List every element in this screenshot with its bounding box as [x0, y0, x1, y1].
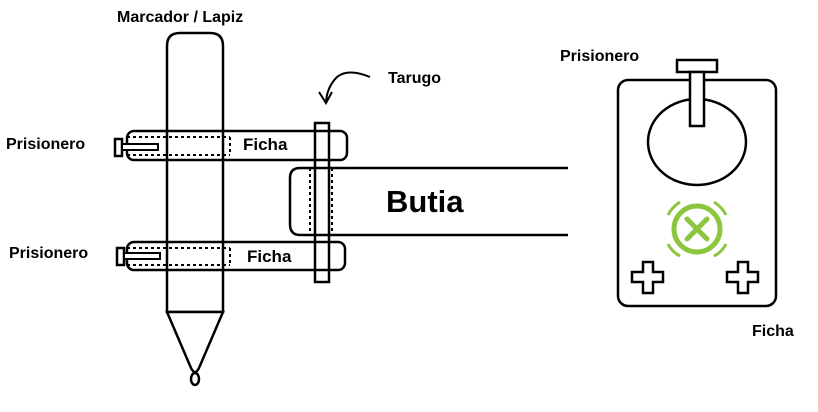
robot-label: Butia: [386, 184, 464, 219]
plus-icon: [725, 260, 760, 295]
setscrew-right-label: Prisionero: [560, 48, 640, 65]
dowel: [313, 121, 331, 284]
card-right-label: Ficha: [752, 323, 794, 340]
card-detail: [616, 58, 778, 308]
pencil-label: Marcador / Lapiz: [117, 9, 244, 26]
setscrew-bottom-label: Prisionero: [9, 245, 89, 262]
setscrew-bottom: [115, 246, 161, 267]
pencil-marker: [165, 31, 225, 387]
setscrew-top: [113, 137, 159, 158]
dowel-label: Tarugo: [388, 70, 442, 87]
dowel-pointer-arrow: [318, 71, 371, 105]
card-top-label: Ficha: [243, 135, 288, 154]
setscrew-top-label: Prisionero: [6, 136, 86, 153]
robot-body: [288, 166, 568, 237]
x-circle-icon: [666, 200, 728, 258]
plus-icon: [630, 260, 665, 295]
card-bottom-label: Ficha: [247, 247, 292, 266]
